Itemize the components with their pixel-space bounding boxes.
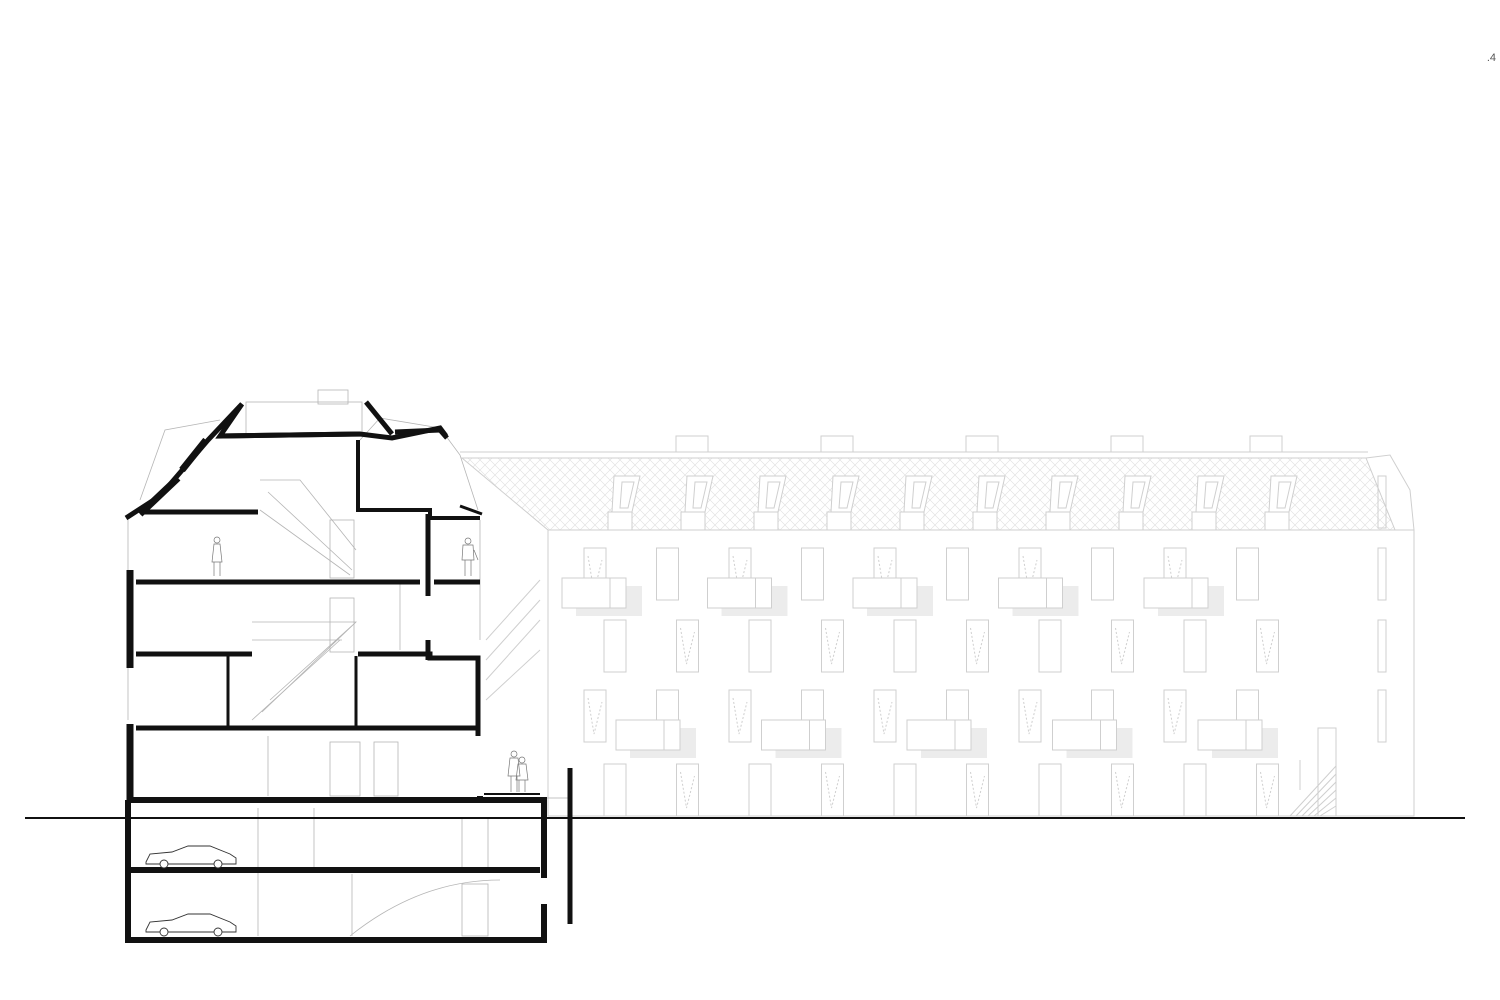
window [1236,547,1259,601]
window [603,763,627,817]
dormer [899,475,933,531]
people-figures [211,536,529,792]
dormer [607,475,641,531]
person-figure [507,750,521,792]
section-doors [329,741,569,937]
window [946,547,969,601]
elevation-balconies [561,577,1278,758]
dormer [826,475,860,531]
balcony [906,719,987,758]
window [873,689,897,743]
window [676,763,699,817]
section-cut-walls [124,400,573,943]
parked-cars [145,845,237,937]
window [728,689,752,743]
window [676,619,699,673]
window [1038,763,1062,817]
window [748,763,772,817]
window [966,763,989,817]
window [801,547,824,601]
window [1111,619,1134,673]
window [1111,763,1134,817]
dormer [680,475,714,531]
car-figure [145,913,237,937]
section-stair [251,479,357,721]
person-figure [515,756,529,792]
window [656,547,679,601]
balcony [852,577,933,616]
elevation-gable [1365,454,1415,816]
window [966,619,989,673]
window [1038,619,1062,673]
dormer [1191,475,1225,531]
dormer [1045,475,1079,531]
elevation-side-stair [485,579,549,816]
window [1183,619,1207,673]
window [603,619,627,673]
elevation-facade [547,529,1415,817]
window [1091,547,1114,601]
car-figure [145,845,237,869]
dormer [753,475,787,531]
person-figure [461,537,479,576]
window [1163,689,1187,743]
gable-windows [1377,475,1387,743]
courtyard-elevation [460,435,1415,817]
dormer [1264,475,1298,531]
balcony [1052,719,1133,758]
balcony [707,577,788,616]
elevation-dormers [607,475,1298,531]
balcony [761,719,842,758]
window [1183,763,1207,817]
dormer [1118,475,1152,531]
window [1018,689,1042,743]
balcony [998,577,1079,616]
window [821,619,844,673]
balcony [615,719,696,758]
balcony [1143,577,1224,616]
elevation-entrance-stair [1289,727,1337,817]
window [821,763,844,817]
window [583,689,607,743]
balcony [561,577,642,616]
dormer [972,475,1006,531]
sheet-number-label: .4 [1486,52,1496,64]
balcony [1197,719,1278,758]
window [1256,619,1279,673]
window [893,763,917,817]
window [1256,763,1279,817]
window [893,619,917,673]
person-figure [211,536,223,576]
elevation-chimneys [675,435,1283,453]
window [748,619,772,673]
